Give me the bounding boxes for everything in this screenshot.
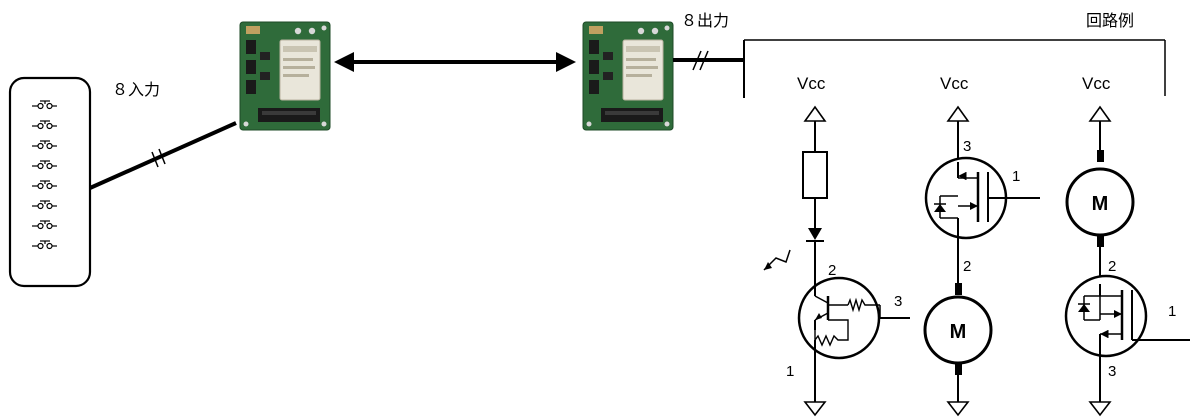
svg-text:2: 2 <box>1108 258 1116 275</box>
circuit-fet-high-side: Vcc 3 1 2 M <box>923 74 1040 416</box>
resistor <box>802 151 828 199</box>
svg-text:1: 1 <box>1168 303 1176 320</box>
phototransistor <box>797 276 881 360</box>
vcc-label: Vcc <box>1082 74 1111 93</box>
receiver-board <box>582 21 674 131</box>
mosfet <box>1064 274 1148 358</box>
circuit-example-label: 回路例 <box>1086 12 1134 30</box>
vcc-label: Vcc <box>940 74 969 93</box>
svg-text:2: 2 <box>828 262 836 279</box>
transmitter-board <box>239 21 331 131</box>
input-count-label: ８入力 <box>112 81 160 99</box>
svg-text:1: 1 <box>786 363 794 380</box>
wireless-link-arrow <box>334 52 576 72</box>
output-bus <box>673 39 1166 98</box>
svg-text:M: M <box>1092 193 1109 215</box>
vcc-label: Vcc <box>797 74 826 93</box>
input-bus <box>89 121 237 190</box>
svg-text:M: M <box>950 321 967 343</box>
svg-text:3: 3 <box>1108 363 1116 380</box>
led-diode <box>808 228 822 240</box>
svg-text:3: 3 <box>963 138 971 155</box>
switch-array <box>8 76 92 288</box>
svg-text:2: 2 <box>963 258 971 275</box>
output-count-label: ８出力 <box>681 12 729 30</box>
circuit-fet-low-side: Vcc M 2 1 3 <box>1064 74 1190 416</box>
circuit-phototransistor: Vcc 2 3 1 <box>763 74 910 416</box>
svg-text:3: 3 <box>894 293 902 310</box>
svg-text:1: 1 <box>1012 168 1020 185</box>
